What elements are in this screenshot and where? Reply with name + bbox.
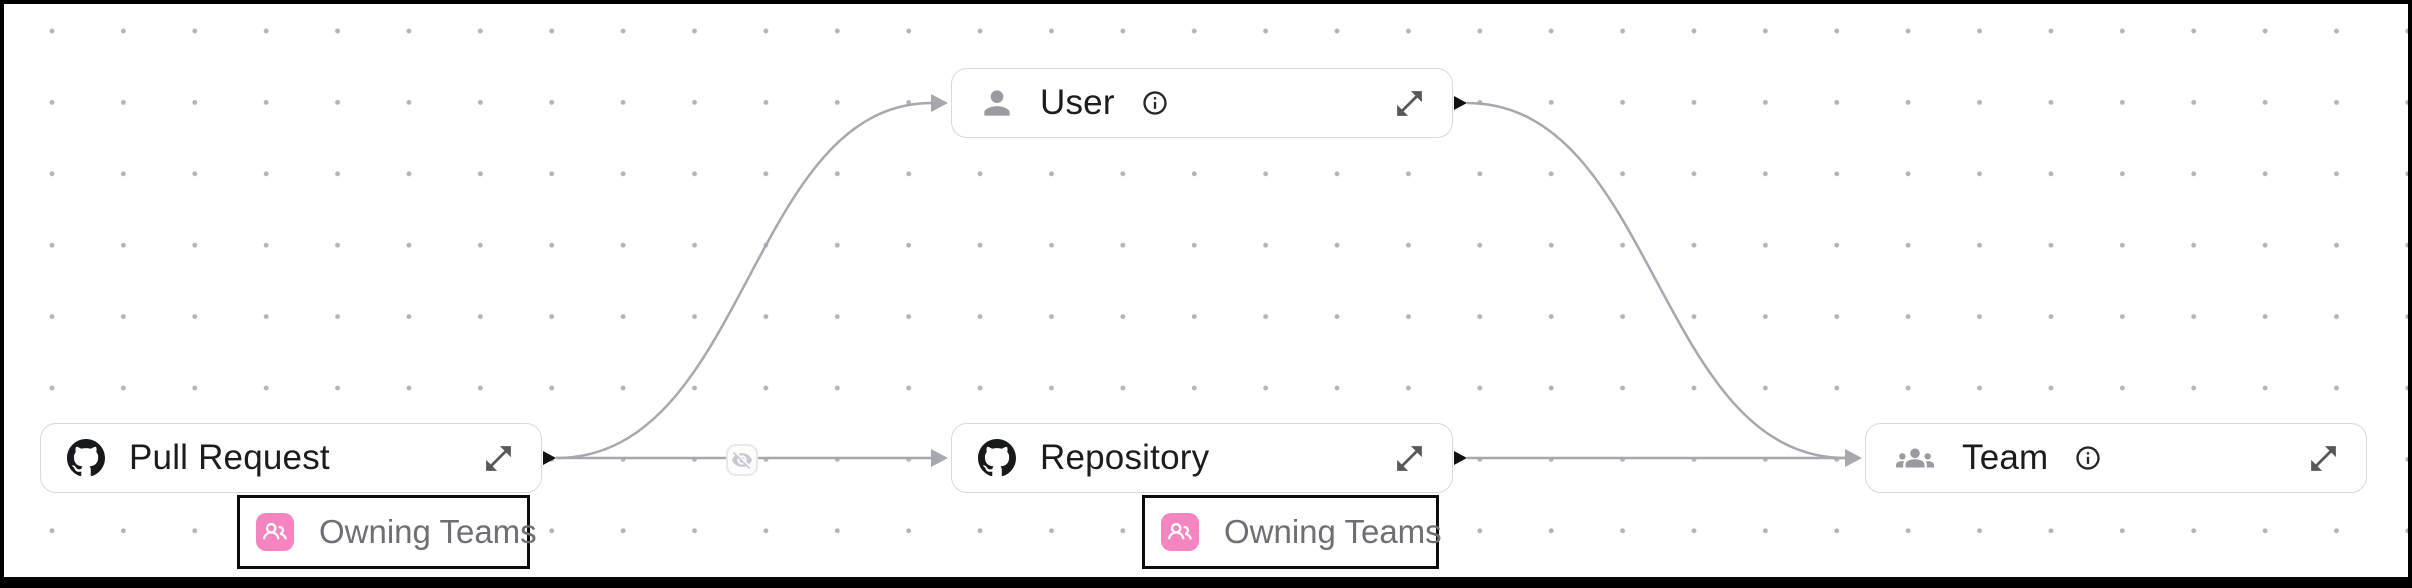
- edge-user-team: [1466, 101, 1847, 460]
- node-label: Pull Request: [129, 438, 330, 477]
- info-icon[interactable]: [2074, 444, 2102, 472]
- owning-teams-people-icon: [1161, 513, 1199, 551]
- person-icon: [978, 84, 1016, 122]
- attribute-label: Owning Teams: [1224, 513, 1442, 550]
- arrowhead-into-team: [1845, 449, 1862, 467]
- hidden-edge-badge[interactable]: [726, 444, 758, 476]
- expand-icon[interactable]: [2307, 442, 2340, 475]
- source-handle-repository[interactable]: [1454, 451, 1467, 465]
- arrowhead-into-repository: [931, 449, 948, 467]
- attribute-label: Owning Teams: [319, 513, 537, 550]
- source-handle-pull-request[interactable]: [543, 451, 556, 465]
- node-pull-request[interactable]: Pull Request: [40, 423, 542, 493]
- owning-teams-badge-repository[interactable]: Owning Teams: [1142, 495, 1442, 569]
- node-label: Team: [1962, 438, 2049, 477]
- expand-icon[interactable]: [1393, 442, 1426, 475]
- github-icon: [978, 439, 1016, 477]
- github-icon: [67, 439, 105, 477]
- node-team[interactable]: Team: [1865, 423, 2367, 493]
- expand-icon[interactable]: [1393, 87, 1426, 120]
- arrowhead-into-user: [931, 94, 948, 112]
- node-label: Repository: [1040, 438, 1210, 477]
- edge-pullrequest-user: [555, 101, 933, 460]
- node-repository[interactable]: Repository: [951, 423, 1453, 493]
- team-group-icon: [1892, 439, 1938, 477]
- eye-off-hidden-icon: [731, 449, 753, 471]
- owning-teams-badge-pull-request[interactable]: Owning Teams: [237, 495, 537, 569]
- owning-teams-people-icon: [256, 513, 294, 551]
- source-handle-user[interactable]: [1454, 96, 1467, 110]
- node-user[interactable]: User: [951, 68, 1453, 138]
- graph-canvas[interactable]: Pull Request User: [4, 4, 2408, 577]
- node-label: User: [1040, 83, 1115, 122]
- info-icon[interactable]: [1141, 89, 1169, 117]
- expand-icon[interactable]: [482, 442, 515, 475]
